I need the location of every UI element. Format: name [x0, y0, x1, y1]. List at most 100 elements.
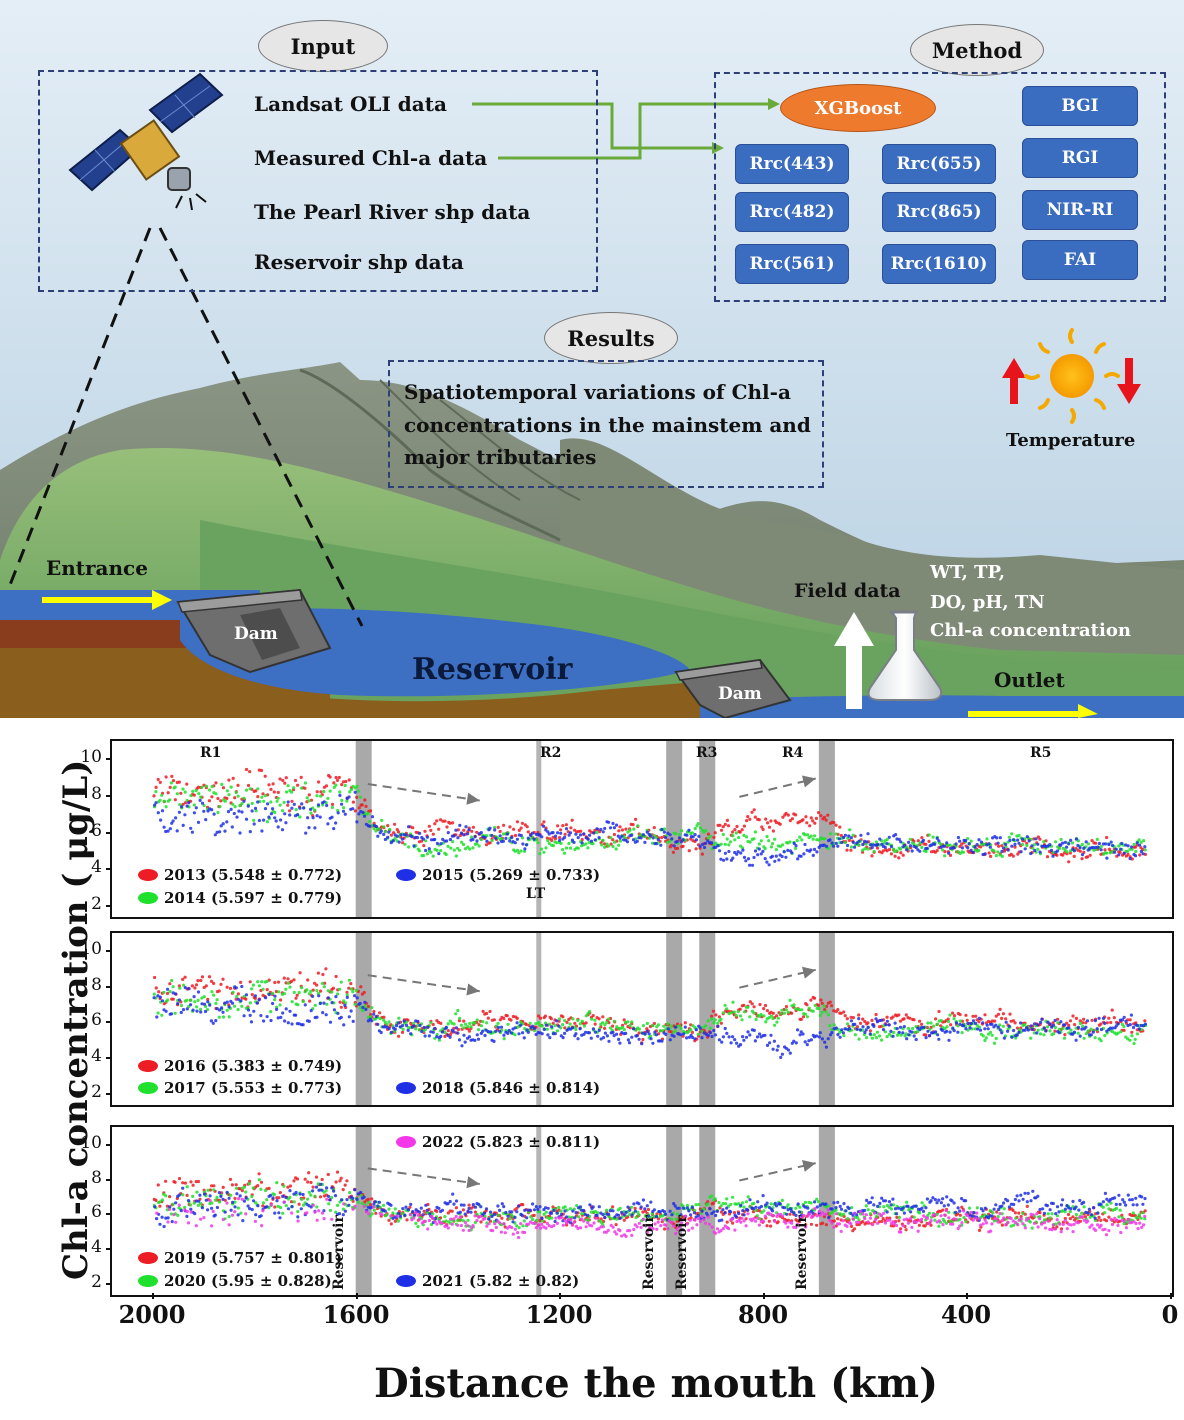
data-point — [488, 841, 492, 845]
data-point — [328, 775, 332, 779]
data-point — [391, 1211, 395, 1215]
data-point — [515, 1021, 519, 1025]
data-point — [190, 830, 194, 834]
data-point — [482, 1211, 487, 1215]
data-point — [683, 1021, 687, 1025]
data-point — [273, 1205, 277, 1209]
data-point — [685, 1203, 690, 1208]
data-point — [458, 1016, 462, 1020]
data-point — [617, 843, 621, 847]
data-point — [590, 1224, 594, 1228]
data-point — [542, 1027, 546, 1031]
data-point — [718, 823, 722, 827]
data-point — [538, 1016, 543, 1020]
data-point — [1093, 1019, 1097, 1023]
data-point — [232, 811, 236, 816]
data-point — [339, 1005, 343, 1009]
data-point — [945, 1029, 949, 1033]
data-point — [261, 1201, 266, 1205]
data-point — [153, 803, 157, 807]
data-point — [256, 980, 260, 984]
data-point — [605, 1208, 609, 1212]
data-point — [246, 1008, 251, 1012]
data-point — [340, 798, 344, 802]
data-point — [947, 851, 951, 855]
data-point — [251, 983, 256, 987]
data-point — [857, 1037, 861, 1041]
data-point — [788, 998, 792, 1002]
data-point — [278, 1216, 282, 1220]
data-point — [1023, 1028, 1027, 1032]
data-point — [250, 809, 254, 813]
data-point — [207, 975, 212, 979]
data-point — [226, 810, 231, 814]
data-point — [880, 1018, 884, 1022]
data-point — [729, 1041, 733, 1045]
data-point — [672, 1034, 676, 1038]
data-point — [457, 1038, 462, 1042]
data-point — [846, 1217, 850, 1221]
data-point — [160, 1013, 164, 1017]
data-point — [664, 1027, 668, 1031]
data-point — [899, 840, 903, 844]
data-point — [330, 805, 334, 810]
data-point — [1030, 1027, 1035, 1032]
data-point — [1137, 1213, 1141, 1217]
data-point — [467, 1206, 471, 1211]
data-point — [790, 851, 794, 855]
data-point — [728, 840, 733, 844]
data-point — [576, 836, 580, 840]
data-point — [159, 818, 163, 822]
data-point — [1074, 1212, 1078, 1217]
data-point — [885, 849, 889, 853]
data-point — [629, 1205, 634, 1209]
data-point — [334, 995, 338, 999]
data-point — [326, 996, 330, 1000]
data-point — [345, 1179, 349, 1183]
data-point — [935, 1212, 939, 1217]
data-point — [353, 790, 357, 794]
data-point — [685, 1206, 690, 1210]
data-point — [738, 830, 742, 834]
data-point — [520, 821, 524, 825]
data-point — [269, 1203, 273, 1207]
data-point — [712, 1210, 716, 1214]
data-point — [229, 785, 233, 789]
data-point — [763, 1033, 767, 1037]
data-point — [1023, 1212, 1027, 1216]
data-point — [175, 829, 179, 833]
data-point — [1071, 1215, 1075, 1219]
data-point — [361, 1005, 365, 1010]
data-point — [779, 1012, 783, 1016]
data-point — [547, 841, 551, 845]
data-point — [546, 1033, 550, 1037]
data-point — [1095, 837, 1099, 841]
data-point — [332, 827, 336, 831]
data-point — [415, 836, 420, 840]
data-point — [206, 1208, 210, 1212]
data-point — [1074, 1016, 1078, 1020]
data-point — [160, 1215, 164, 1219]
data-point — [166, 1216, 170, 1220]
data-point — [1072, 849, 1076, 853]
data-point — [622, 1028, 626, 1032]
data-point — [780, 1198, 785, 1202]
data-point — [484, 1207, 489, 1211]
data-point — [764, 817, 768, 821]
data-point — [899, 1033, 903, 1037]
data-point — [841, 1031, 846, 1035]
data-point — [183, 975, 187, 979]
data-point — [494, 1225, 498, 1230]
data-point — [678, 1225, 682, 1229]
data-point — [734, 831, 738, 835]
data-point — [687, 1209, 691, 1213]
data-point — [656, 1023, 661, 1027]
data-point — [370, 1019, 374, 1023]
data-point — [851, 833, 855, 837]
data-point — [618, 825, 622, 829]
data-point — [271, 807, 275, 811]
data-point — [509, 1018, 513, 1022]
data-point — [1113, 1196, 1117, 1200]
data-point — [855, 1215, 860, 1220]
data-point — [357, 806, 361, 810]
